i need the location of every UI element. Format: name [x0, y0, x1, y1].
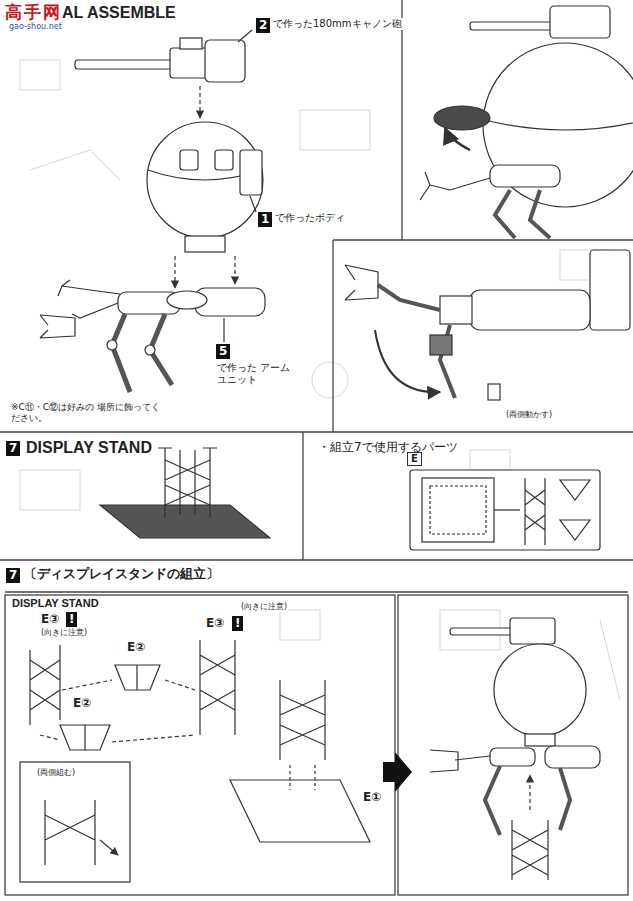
step-number: 5 — [216, 344, 230, 359]
finished-model — [430, 618, 600, 880]
watermark: 高手网 — [4, 2, 63, 22]
step-arrow — [383, 752, 412, 792]
step-heading: DISPLAY STAND — [12, 597, 99, 610]
part-number: E② — [72, 696, 92, 710]
step-number: ! — [66, 612, 77, 627]
step-number: ! — [232, 616, 243, 631]
part-number: E① — [362, 790, 382, 804]
step-number: 1 — [258, 212, 272, 227]
ball-detail — [420, 6, 633, 238]
step-heading: ・組立7で使用するパーツ — [318, 441, 458, 455]
callout-note: で作ったボディ — [274, 212, 346, 224]
step-number: 2 — [256, 18, 270, 33]
part-number: E — [407, 452, 422, 466]
part-number: E③ — [40, 612, 60, 626]
step-heading: AL ASSEMBLE — [62, 4, 176, 22]
callout-note: (両側組む) — [36, 768, 76, 778]
callout-note: (向きに注意) — [240, 602, 288, 612]
parts-runner — [410, 470, 600, 550]
stand-parts — [20, 640, 370, 882]
step-panel: 7 〔ディスプレイスタンドの組立〕 DISPLAY STAND — [0, 563, 395, 612]
step-number: 7 — [6, 441, 20, 456]
part-number: E② — [126, 640, 146, 654]
step-number: 7 — [6, 568, 20, 583]
arm-detail — [345, 250, 630, 400]
callout-note: (向きに注意) — [40, 628, 88, 638]
callout-note: (両側動かす) — [505, 410, 553, 420]
watermark: gao-shou.net — [8, 22, 63, 32]
step-heading: 〔ディスプレイスタンドの組立〕 — [24, 567, 219, 582]
ball-assembly — [40, 30, 265, 392]
callout-note: ※C⑪・C⑫は好みの 場所に飾ってください。 — [10, 402, 162, 424]
display-stand — [100, 448, 270, 538]
callout-note: で作った アームユニット — [216, 362, 298, 386]
step-heading: DISPLAY STAND — [26, 439, 152, 457]
callout-note: で作った180mmキャノン砲 — [272, 18, 403, 30]
step-panel: 7 DISPLAY STAND — [0, 433, 303, 559]
part-number: E③ — [205, 616, 225, 630]
step-panel: ・組立7で使用するパーツ — [304, 433, 633, 559]
